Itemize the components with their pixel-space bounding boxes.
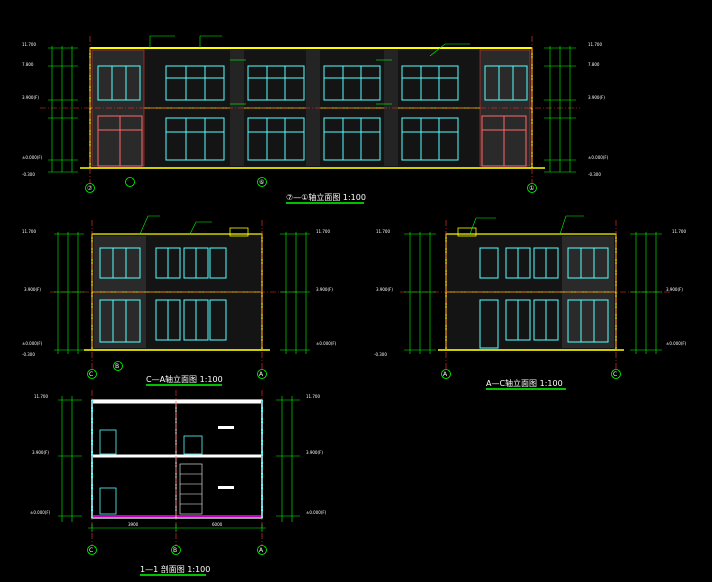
side2-title: A—C轴立面图 1:100 (486, 378, 563, 388)
front-right-dimensions (544, 46, 576, 173)
level-label: 3.900(F) (32, 450, 49, 455)
side1-axis-lines (50, 220, 300, 370)
level-label: 3.900(F) (316, 287, 333, 292)
axis-label: C (613, 371, 617, 378)
level-label: 7.800 (588, 62, 600, 67)
section-beam (218, 486, 234, 489)
level-label: ±0.000(F) (588, 155, 609, 160)
section-doors (99, 429, 203, 515)
level-label: 3.900(F) (306, 450, 323, 455)
axis-label: A (259, 547, 264, 554)
level-label: ±0.000(F) (306, 510, 327, 515)
level-label: 3.900(F) (22, 95, 39, 100)
front-levels-right: 11.700 7.800 3.900(F) ±0.000(F) -0.300 (588, 42, 609, 177)
front-elevation-title: ⑦—①轴立面图 1:100 (286, 192, 366, 202)
level-label: 3.900(F) (588, 95, 605, 100)
level-label: 11.700 (22, 229, 36, 234)
axis-bubble (125, 177, 135, 187)
side2-roof-box (457, 227, 477, 237)
section-beam (218, 426, 234, 429)
level-label: -0.300 (22, 172, 35, 177)
side1-roof-box (229, 227, 249, 237)
axis-label: A (443, 371, 448, 378)
level-label: ±0.000(F) (22, 155, 43, 160)
level-label: -0.300 (374, 352, 387, 357)
side-elevation-a-c: 11.700 3.900(F) -0.300 11.700 3.900(F) ±… (374, 215, 687, 390)
axis-bubble-1 (527, 183, 537, 193)
section-dim-label: 6000 (212, 522, 223, 527)
level-label: 11.700 (672, 229, 686, 234)
side2-windows (479, 247, 609, 349)
front-pilaster (230, 50, 244, 166)
section-axis-lines (91, 390, 263, 550)
section-axis-bubbles (87, 545, 267, 555)
front-lower-windows (165, 117, 459, 161)
axis-label: C (89, 371, 93, 378)
level-label: 11.700 (588, 42, 602, 47)
front-axis-lines (40, 36, 580, 186)
level-label: ±0.000(F) (22, 341, 43, 346)
side2-axis-bubbles (441, 369, 621, 379)
front-elevation: 11.700 7.800 3.900(F) ±0.000(F) -0.300 1… (22, 35, 609, 204)
front-entrance-doors (97, 115, 527, 167)
side1-axis-bubbles (87, 361, 267, 379)
side1-dimensions (54, 215, 310, 354)
axis-bubble (257, 177, 267, 187)
front-levels-left: 11.700 7.800 3.900(F) ±0.000(F) -0.300 (22, 42, 43, 177)
side2-dimensions (404, 215, 662, 354)
axis-label: ① (529, 185, 534, 192)
front-axis-bubbles (85, 177, 537, 193)
front-upper-windows (97, 65, 528, 101)
level-label: 3.900(F) (376, 287, 393, 292)
section-1-1: 3900 6000 11.700 3.900(F) ±0.000(F) 11.7… (30, 390, 327, 576)
axis-label: B (115, 363, 119, 370)
section-stair (179, 463, 203, 515)
level-label: 11.700 (34, 394, 48, 399)
section-outline (91, 399, 263, 519)
axis-label: ⑥ (259, 179, 264, 186)
axis-label: ⑦ (87, 185, 93, 192)
level-label: -0.300 (588, 172, 601, 177)
front-pilaster (384, 50, 398, 166)
side2-axis-lines (400, 220, 670, 370)
level-label: ±0.000(F) (666, 341, 687, 346)
level-label: 3.900(F) (666, 287, 683, 292)
level-label: -0.300 (22, 352, 35, 357)
axis-label: B (173, 547, 177, 554)
level-label: ±0.000(F) (316, 341, 337, 346)
level-label: 11.700 (376, 229, 390, 234)
section-title: 1—1 剖面图 1:100 (140, 564, 210, 574)
level-label: 11.700 (316, 229, 330, 234)
side1-title: C—A轴立面图 1:100 (146, 374, 223, 384)
front-left-dimensions (48, 46, 78, 173)
level-label: 11.700 (306, 394, 320, 399)
axis-bubble-7 (85, 183, 95, 193)
level-label: 11.700 (22, 42, 36, 47)
axis-label: C (89, 547, 93, 554)
level-label: ±0.000(F) (30, 510, 51, 515)
section-dimensions (58, 396, 300, 532)
level-label: 7.800 (22, 62, 34, 67)
section-dim-label: 3900 (128, 522, 139, 527)
level-label: 3.900(F) (24, 287, 41, 292)
side1-windows (99, 247, 227, 343)
front-leaders (149, 35, 470, 105)
side-elevation-c-a: 11.700 3.900(F) ±0.000(F) -0.300 11.700 … (22, 215, 337, 386)
axis-label: A (259, 371, 264, 378)
